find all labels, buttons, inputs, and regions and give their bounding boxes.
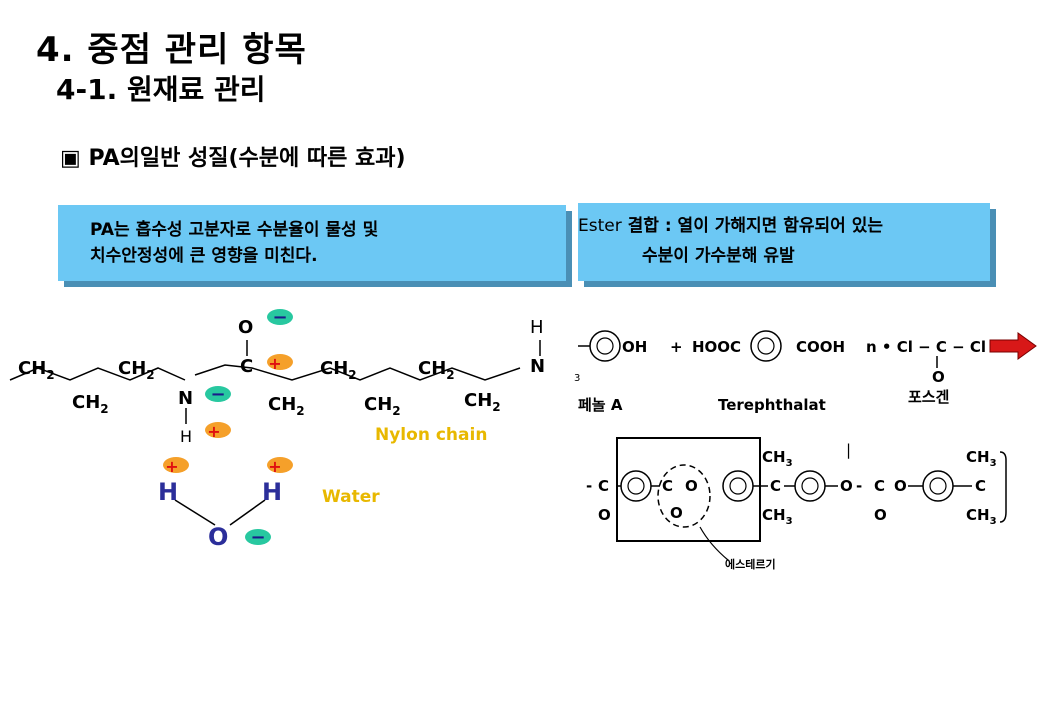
page-title: 4. 중점 관리 항목	[36, 30, 307, 70]
poly-ch3-3: CH3	[966, 448, 997, 469]
nylon-ch2-8: CH2	[464, 390, 501, 414]
benzene-ring-icon	[620, 470, 652, 502]
nylon-chain-label: Nylon chain	[375, 425, 487, 445]
bpa-oh: OH	[622, 338, 647, 356]
water-molecule: H H O + + − Water	[158, 457, 380, 551]
poly-o-3: O	[670, 504, 683, 522]
subscript-3: 3	[574, 373, 580, 384]
phosgene-formula: n • Cl − C − Cl	[866, 338, 986, 356]
reaction-arrow-icon	[989, 332, 1037, 360]
benzene-ring-icon	[922, 470, 954, 502]
nylon-c-atom: C	[240, 356, 253, 377]
poly-o-1: O	[598, 506, 611, 524]
plus-charge-c	[267, 354, 293, 370]
reaction-plus: +	[670, 338, 683, 356]
poly-o-5: O	[874, 506, 887, 524]
poly-o-6: O	[894, 477, 907, 495]
info-box-left-line1: PA는 흡수성 고분자로 수분율이 물성 및	[90, 220, 379, 240]
label-terephthalat: Terephthalat	[718, 396, 826, 414]
benzene-ring-icon	[589, 330, 621, 362]
minus-sign-o: −	[272, 307, 287, 328]
nylon-n-atom: N	[178, 388, 193, 409]
plus-sign-water-left: +	[165, 457, 178, 476]
minus-charge-o	[267, 309, 293, 325]
water-h-left: H	[158, 478, 178, 506]
tere-hooc: HOOC	[692, 338, 741, 356]
page-subtitle: 4-1. 원재료 관리	[56, 73, 266, 106]
poly-ch3-2: CH3	[762, 506, 793, 527]
poly-c-3: C	[770, 477, 781, 495]
plus-charge-water-left	[163, 457, 189, 473]
ester-group-label: 에스테르기	[725, 557, 776, 571]
water-h-right: H	[262, 478, 282, 506]
minus-sign-n: −	[210, 384, 225, 405]
poly-o-2: O	[685, 477, 698, 495]
ester-pointer-line	[699, 526, 729, 561]
nylon-n-atom-right: N	[530, 356, 545, 377]
polymer-bracket	[999, 451, 1007, 523]
water-bond-right	[229, 499, 266, 526]
benzene-ring-icon	[722, 470, 754, 502]
water-label: Water	[322, 487, 380, 507]
phosgene-o: O	[932, 368, 945, 386]
ester-group-circle	[657, 464, 711, 528]
poly-dash-1: -	[586, 477, 592, 495]
info-box-right: Ester 결합 : 열이 가해지면 함유되어 있는 수분이 가수분해 유발	[578, 203, 990, 281]
poly-separator: |	[846, 441, 851, 459]
poly-dash-2: -	[856, 477, 862, 495]
tere-cooh: COOH	[796, 338, 845, 356]
benzene-ring-icon	[794, 470, 826, 502]
poly-c-4: C	[874, 477, 885, 495]
nylon-o-atom: O	[238, 317, 253, 338]
poly-c-1: C	[598, 477, 609, 495]
nylon-chain: CH2 CH2 CH2 CH2 CH2 CH2 CH2 CH2 O C N H …	[9, 307, 545, 446]
nylon-ch2-7: CH2	[364, 394, 401, 418]
nylon-ch2-2: CH2	[118, 358, 155, 382]
nylon-ch2-1: CH2	[18, 358, 55, 382]
info-box-left: PA는 흡수성 고분자로 수분율이 물성 및 치수안정성에 큰 영향을 미친다.	[58, 205, 566, 281]
nylon-bond-left	[9, 367, 186, 381]
info-box-right-prefix: Ester	[578, 216, 622, 236]
section-title: ▣ PA의일반 성질(수분에 따른 효과)	[60, 140, 406, 172]
nylon-ch2-4: CH2	[320, 358, 357, 382]
plus-sign-water-right: +	[268, 457, 281, 476]
minus-charge-water	[245, 529, 271, 545]
polymer-structure: - C O C O O 에스테르기 C CH3 CH3 O - C O O | …	[586, 437, 1007, 571]
nylon-ch2-5: CH2	[418, 358, 455, 382]
nylon-bond-right	[194, 364, 521, 381]
reaction-scheme: OH + HOOC COOH n • Cl − C − Cl O 페놀 A Te…	[574, 330, 1037, 414]
poly-c-2: C	[662, 477, 673, 495]
info-box-right-line1-text: 결합 : 열이 가해지면 함유되어 있는	[621, 216, 883, 236]
water-bond-left	[174, 499, 216, 526]
nylon-h-atom-right: H	[530, 317, 544, 338]
section-marker: ▣	[60, 146, 81, 171]
minus-charge-n	[205, 386, 231, 402]
nylon-ch2-6: CH2	[268, 394, 305, 418]
poly-o-4: O	[840, 477, 853, 495]
label-phosgene: 포스겐	[908, 388, 949, 406]
poly-ch3-4: CH3	[966, 506, 997, 527]
nylon-h-atom: H	[180, 427, 192, 446]
ester-highlight-box	[616, 437, 761, 542]
nylon-ch2-3: CH2	[72, 392, 109, 416]
benzene-ring-icon	[750, 330, 782, 362]
minus-sign-water: −	[250, 527, 265, 548]
plus-sign-c: +	[268, 354, 281, 373]
info-box-right-line1: Ester 결합 : 열이 가해지면 함유되어 있는	[578, 213, 883, 239]
info-box-left-line2: 치수안정성에 큰 영향을 미친다.	[90, 246, 318, 266]
plus-sign-h: +	[207, 422, 220, 441]
water-o: O	[208, 523, 228, 551]
info-box-right-line2: 수분이 가수분해 유발	[642, 246, 795, 266]
section-title-text: PA의일반 성질(수분에 따른 효과)	[88, 146, 406, 171]
poly-c-5: C	[975, 477, 986, 495]
plus-charge-water-right	[267, 457, 293, 473]
poly-ch3-1: CH3	[762, 448, 793, 469]
label-bpa: 페놀 A	[578, 396, 623, 414]
plus-charge-h	[205, 422, 231, 438]
